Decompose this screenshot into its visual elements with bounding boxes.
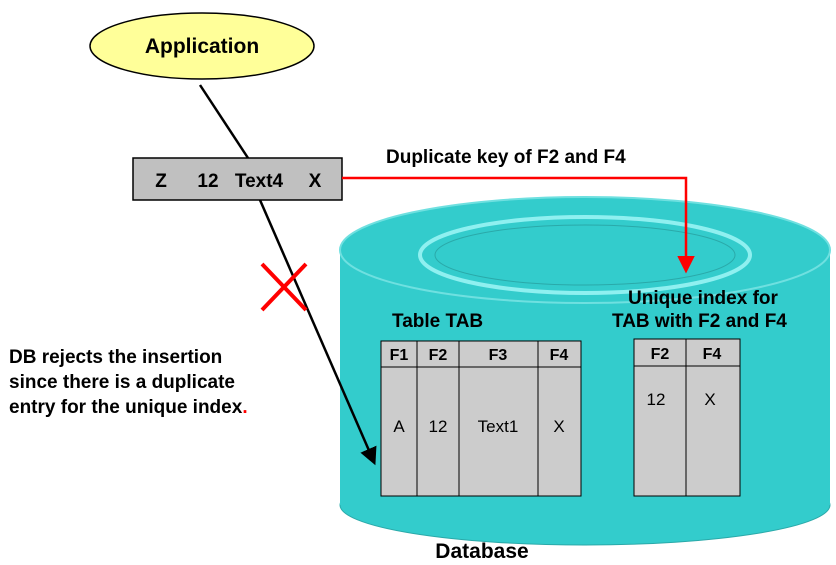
- record-f4: X: [309, 171, 322, 192]
- rejection-note-period: .: [242, 397, 247, 418]
- insert-arrow: [258, 199, 377, 466]
- rejection-note-line1: DB rejects the insertion: [9, 347, 222, 368]
- index-cell-f4: X: [704, 390, 715, 409]
- rejection-note-line3: entry for the unique index.: [9, 397, 248, 418]
- index-title-line2: TAB with F2 and F4: [612, 311, 787, 332]
- index-header-f2: F2: [651, 346, 670, 363]
- duplicate-key-label: Duplicate key of F2 and F4: [386, 147, 626, 168]
- table-cell-f4: X: [553, 417, 564, 436]
- database-label: Database: [435, 540, 528, 563]
- table-header-f3: F3: [489, 347, 508, 364]
- insert-path-upper: [198, 84, 250, 159]
- index-cell-f2: 12: [647, 390, 666, 409]
- application-node: Application: [89, 12, 315, 80]
- record-f3: Text4: [235, 171, 284, 192]
- table-title: Table TAB: [392, 311, 483, 332]
- table-header-f1: F1: [390, 347, 409, 364]
- table-tab: F1 F2 F3 F4 A 12 Text1 X: [380, 340, 582, 497]
- record-f2: 12: [197, 171, 218, 192]
- duplicate-key-arrow: [342, 176, 695, 274]
- table-cell-f2: 12: [429, 417, 448, 436]
- rejection-note-line3-main: entry for the unique index: [9, 397, 243, 418]
- record-box: Z 12 Text4 X: [132, 157, 343, 201]
- table-cell-f1: A: [393, 417, 405, 436]
- database-cylinder: [339, 196, 831, 546]
- table-header-f4: F4: [550, 347, 569, 364]
- table-cell-f3: Text1: [478, 417, 519, 436]
- record-f1: Z: [155, 171, 167, 192]
- reject-cross-icon: [260, 262, 308, 312]
- index-title-line1: Unique index for: [628, 288, 779, 309]
- table-header-f2: F2: [429, 347, 448, 364]
- rejection-note-line2: since there is a duplicate: [9, 372, 235, 393]
- application-label: Application: [145, 35, 259, 58]
- unique-index: F2 F4 12 X: [633, 338, 741, 497]
- index-header-f4: F4: [703, 346, 722, 363]
